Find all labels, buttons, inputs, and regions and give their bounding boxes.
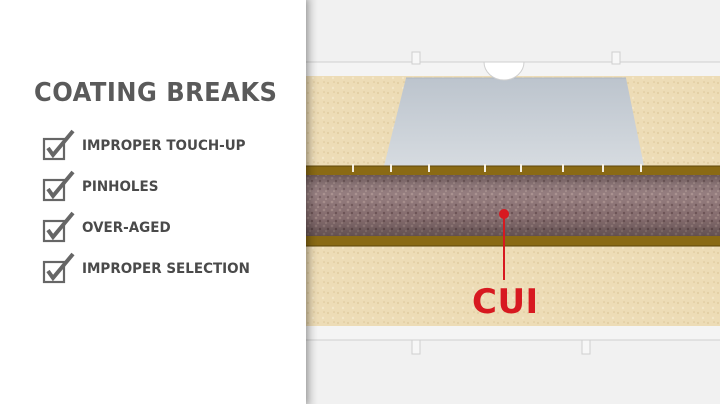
checklist-item: OVER-AGED — [42, 210, 302, 251]
panel-title: COATING BREAKS — [34, 78, 278, 108]
pipe-support — [384, 78, 644, 166]
checkbox-checked-icon — [42, 170, 75, 202]
checklist-item-label: PINHOLES — [82, 179, 159, 195]
checklist-item: IMPROPER SELECTION — [42, 251, 302, 292]
checklist-item: PINHOLES — [42, 169, 302, 210]
cui-label: CUI — [472, 282, 539, 322]
pipe-cross-section — [306, 0, 720, 404]
insulated-pipe-diagram: CUI — [306, 0, 720, 404]
callout-dot — [499, 209, 509, 219]
left-panel: COATING BREAKS IMPROPER TOUCH-UP PINHOLE… — [0, 0, 306, 404]
sheath-cutout — [483, 61, 525, 81]
checklist-item-label: IMPROPER SELECTION — [82, 261, 250, 277]
coating-band-top — [306, 166, 720, 175]
sheath-notch — [581, 339, 591, 355]
coating-band-bottom — [306, 236, 720, 246]
checkbox-checked-icon — [42, 252, 75, 284]
checkbox-checked-icon — [42, 129, 75, 161]
sheath-bottom — [306, 326, 720, 340]
checklist-item-label: IMPROPER TOUCH-UP — [82, 138, 246, 154]
sheath-notch — [411, 339, 421, 355]
coating-break-marks — [352, 164, 642, 172]
checklist-item-label: OVER-AGED — [82, 220, 171, 236]
checklist: IMPROPER TOUCH-UP PINHOLES OVER-AGED IMP… — [42, 128, 302, 292]
checkbox-checked-icon — [42, 211, 75, 243]
sheath-notch — [611, 51, 621, 65]
checklist-item: IMPROPER TOUCH-UP — [42, 128, 302, 169]
panel-shadow — [306, 0, 318, 404]
sheath-notch — [411, 51, 421, 65]
insulation-bottom — [306, 246, 720, 326]
